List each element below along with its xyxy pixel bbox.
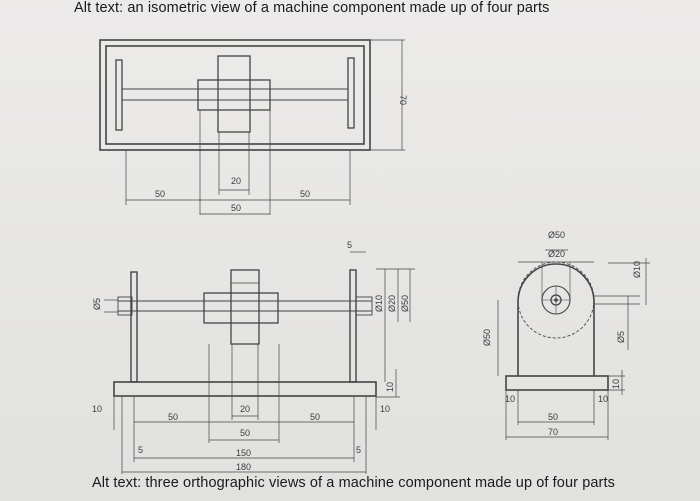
- top-view: 50 20 50 50 70: [99, 39, 408, 215]
- front-view-right-support: [349, 269, 357, 383]
- front-dim-right-50: 50: [310, 412, 320, 422]
- top-dim-right: 50: [300, 189, 310, 199]
- side-view: Ø50 Ø20 Ø50 Ø10 Ø5 10 10 10 50 70: [482, 230, 650, 440]
- front-dim-right-5: 5: [356, 445, 361, 455]
- side-dim-phi10: Ø10: [632, 261, 642, 278]
- front-view-pulley: [230, 269, 260, 345]
- front-dim-left-10: 10: [92, 404, 102, 414]
- front-dim-phi20: Ø20: [387, 295, 397, 312]
- front-dim-20: 20: [240, 404, 250, 414]
- side-dim-base-10-left: 10: [505, 394, 515, 404]
- front-dim-50: 50: [240, 428, 250, 438]
- top-dim-center-outer: 50: [231, 203, 241, 213]
- side-dim-phi50-left: Ø50: [482, 329, 492, 346]
- top-view-hub: [197, 79, 271, 111]
- front-dim-phi50: Ø50: [400, 295, 410, 312]
- side-dim-base-10-right: 10: [598, 394, 608, 404]
- side-dim-base-10-side: 10: [611, 379, 621, 389]
- top-dim-height: 70: [398, 95, 408, 105]
- front-view-left-support: [130, 271, 138, 383]
- front-view-hub: [203, 292, 279, 324]
- front-view: 10 50 20 50 50 10 150 180 5 5 5 Ø5 Ø10 Ø…: [92, 240, 415, 474]
- front-view-base: [113, 381, 377, 397]
- side-dim-50: 50: [548, 412, 558, 422]
- front-dim-left-5: 5: [138, 445, 143, 455]
- side-dim-phi5: Ø5: [616, 331, 626, 343]
- top-view-pulley: [217, 55, 251, 133]
- top-dim-center-inner: 20: [231, 176, 241, 186]
- front-dim-phi10: Ø10: [374, 295, 384, 312]
- bottom-caption: Alt text: three orthographic views of a …: [92, 475, 615, 491]
- top-view-base-inner: [105, 45, 365, 145]
- top-dim-left: 50: [155, 189, 165, 199]
- side-dim-70: 70: [548, 427, 558, 437]
- front-dim-left-50: 50: [168, 412, 178, 422]
- side-view-base: [505, 375, 609, 391]
- side-dim-phi50: Ø50: [548, 230, 565, 240]
- front-dim-base-10: 10: [385, 382, 395, 392]
- top-caption: Alt text: an isometric view of a machine…: [74, 0, 550, 16]
- top-view-right-support: [347, 57, 355, 129]
- top-view-base-outline: [99, 39, 371, 151]
- side-dim-phi20: Ø20: [548, 249, 565, 259]
- front-dim-right-10: 10: [380, 404, 390, 414]
- front-dim-180: 180: [236, 462, 251, 472]
- front-dim-150: 150: [236, 448, 251, 458]
- side-view-bracket: [517, 263, 595, 376]
- top-view-left-support: [115, 59, 123, 131]
- front-dim-top-5: 5: [347, 240, 352, 250]
- side-view-pulley-circle: [517, 261, 595, 339]
- front-dim-phi5: Ø5: [92, 298, 102, 310]
